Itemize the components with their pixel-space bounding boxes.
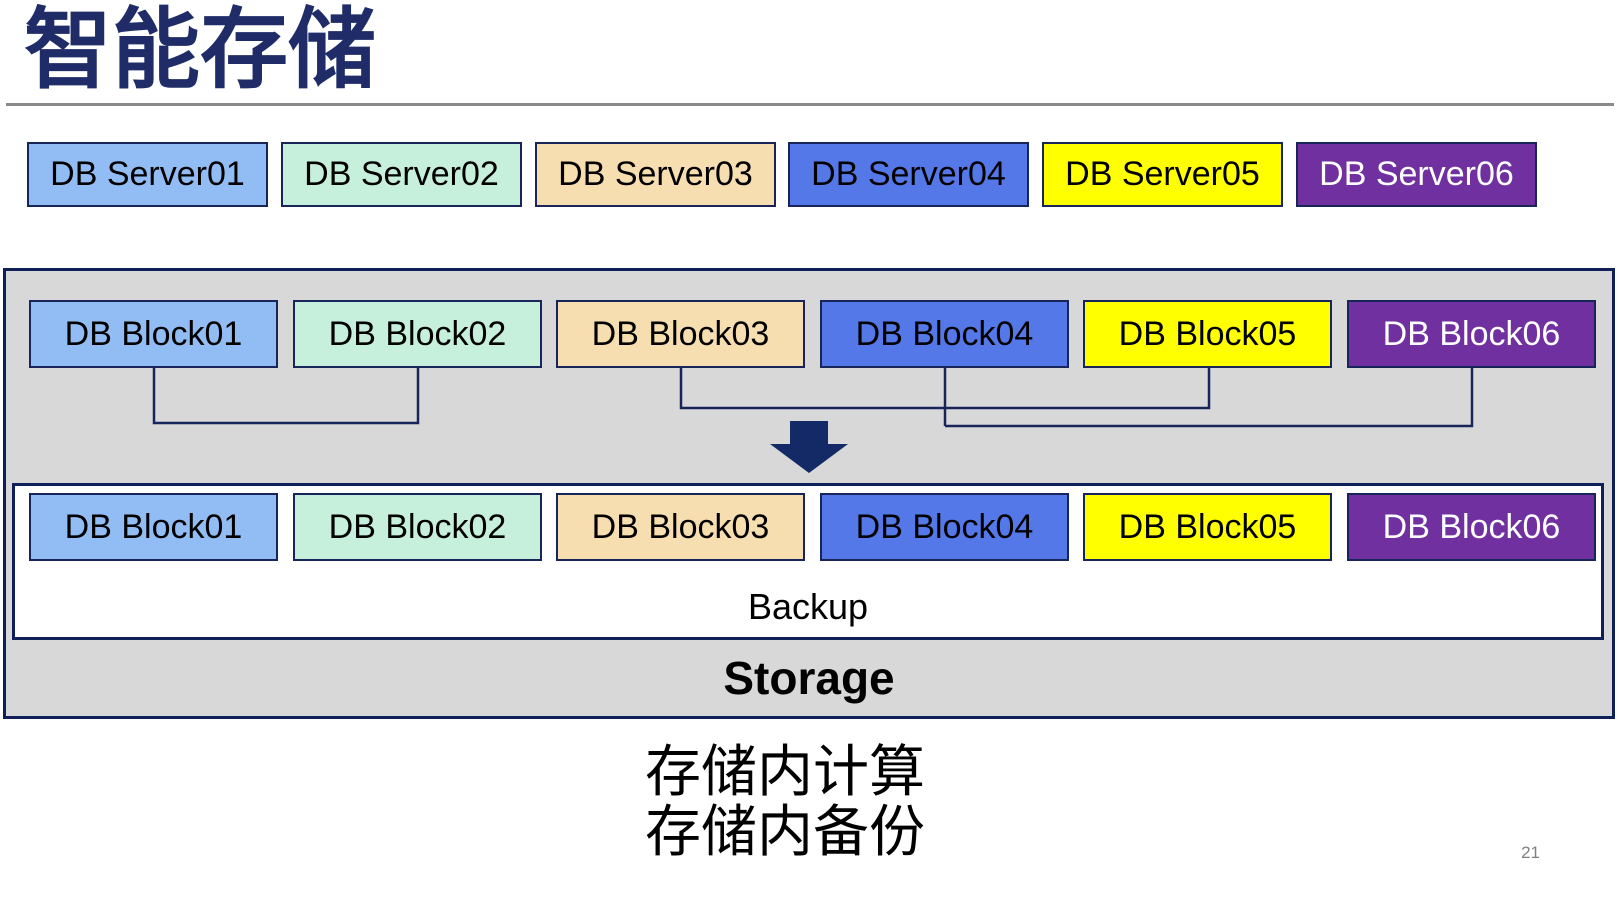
block-box-source: DB Block01	[29, 300, 278, 368]
block-box-source: DB Block06	[1347, 300, 1596, 368]
server-box: DB Server03	[535, 142, 776, 207]
storage-label: Storage	[723, 652, 895, 704]
server-box: DB Server02	[281, 142, 522, 207]
block-box-backup: DB Block05	[1083, 493, 1332, 561]
page-number: 21	[1521, 843, 1540, 862]
caption-block: 存储内计算 存储内备份	[0, 742, 1570, 862]
server-box: DB Server06	[1296, 142, 1537, 207]
block-box-backup: DB Block03	[556, 493, 805, 561]
block-box-source: DB Block05	[1083, 300, 1332, 368]
caption-line: 存储内备份	[645, 800, 925, 863]
block-box-backup: DB Block01	[29, 493, 278, 561]
page-title: 智能存储	[24, 0, 377, 99]
server-box: DB Server01	[27, 142, 268, 207]
server-box: DB Server04	[788, 142, 1029, 207]
block-box-backup: DB Block02	[293, 493, 542, 561]
caption-line: 存储内计算	[645, 740, 925, 803]
block-box-backup: DB Block04	[820, 493, 1069, 561]
title-underline	[6, 103, 1614, 106]
backup-label: Backup	[747, 586, 869, 627]
block-box-source: DB Block03	[556, 300, 805, 368]
block-box-source: DB Block04	[820, 300, 1069, 368]
block-box-source: DB Block02	[293, 300, 542, 368]
block-box-backup: DB Block06	[1347, 493, 1596, 561]
server-box: DB Server05	[1042, 142, 1283, 207]
